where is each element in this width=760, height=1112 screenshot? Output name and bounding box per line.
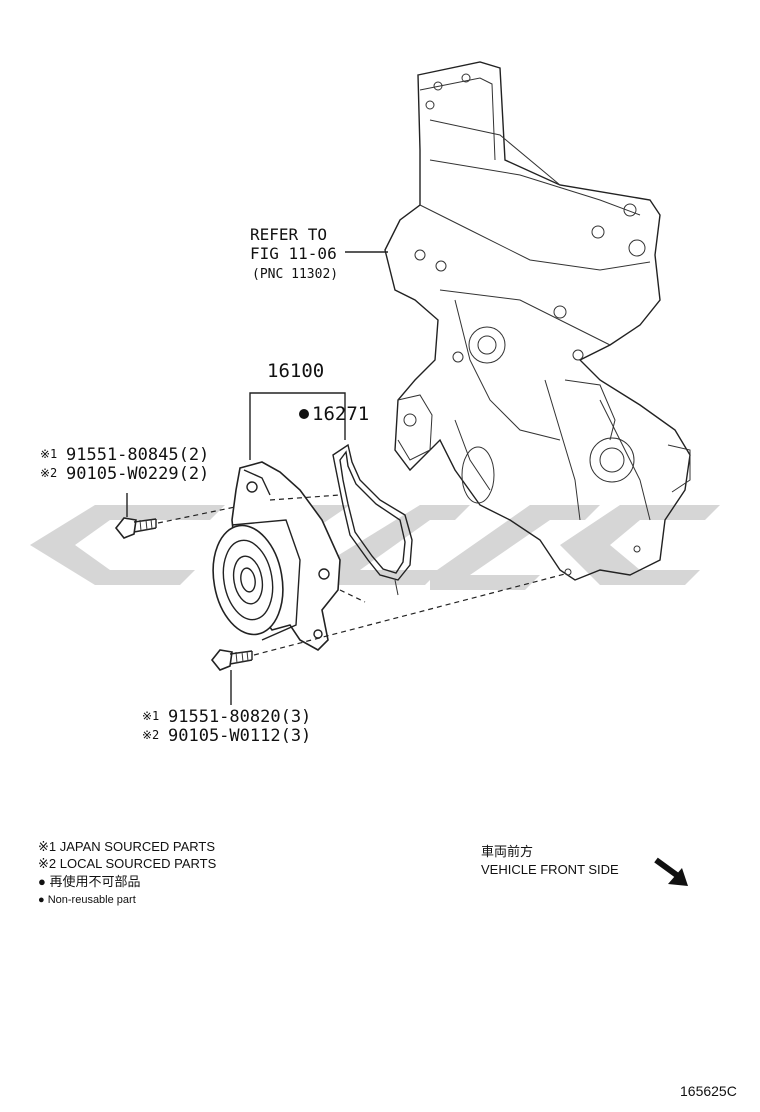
dash-pump-cover-right: [339, 589, 366, 603]
bolt-lower-code-1: 91551-80820(3): [168, 707, 311, 727]
direction-label-en: VEHICLE FRONT SIDE: [481, 862, 619, 877]
part-16271-label: 16271: [299, 403, 369, 425]
bolt-lower-drawing: [210, 649, 253, 671]
legend-item-japan: ※1 JAPAN SOURCED PARTS: [38, 839, 215, 854]
refer-line-2: FIG 11-06: [250, 244, 337, 263]
refer-label: REFER TO FIG 11-06 (PNC 11302): [250, 225, 338, 282]
legend-item-local: ※2 LOCAL SOURCED PARTS: [38, 856, 217, 871]
legend: ※1 JAPAN SOURCED PARTS ※2 LOCAL SOURCED …: [38, 839, 217, 906]
direction-label-jp: 車両前方: [481, 844, 533, 859]
legend-item-jp-nonreusable: ● 再使用不可部品: [38, 874, 140, 889]
bolt-lower-labels: ※1 91551-80820(3) ※2 90105-W0112(3): [142, 707, 311, 746]
figure-id: 165625C: [680, 1083, 737, 1099]
part-number-16271: 16271: [312, 403, 369, 425]
arrow-down-right-icon: [654, 857, 688, 886]
bolt-upper-mark-1: ※1: [40, 447, 57, 461]
bolt-upper-mark-2: ※2: [40, 466, 57, 480]
watermark-logo: [30, 505, 720, 590]
bolt-lower-mark-2: ※2: [142, 728, 159, 742]
bolt-upper-labels: ※1 91551-80845(2) ※2 90105-W0229(2): [40, 445, 209, 484]
leader-16100: [249, 392, 346, 460]
timing-cover-outline: [384, 61, 691, 581]
bolt-upper-code-2: 90105-W0229(2): [66, 464, 209, 484]
bolt-lower-code-2: 90105-W0112(3): [168, 726, 311, 746]
vehicle-front-indicator: 車両前方 VEHICLE FRONT SIDE: [481, 844, 688, 886]
bolt-upper-code-1: 91551-80845(2): [66, 445, 209, 465]
dash-gasket-upper: [269, 494, 341, 501]
bolt-lower-mark-1: ※1: [142, 709, 159, 723]
refer-line-1: REFER TO: [250, 225, 327, 244]
non-reusable-dot-icon: [299, 409, 309, 419]
legend-item-nonreusable: ● Non-reusable part: [38, 894, 136, 906]
water-pump-drawing: [212, 461, 341, 651]
dash-upper-bolt: [157, 506, 236, 524]
part-number-16100: 16100: [267, 360, 324, 382]
refer-line-3: (PNC 11302): [252, 267, 338, 282]
gasket-drawing: [332, 443, 413, 596]
bolt-upper-drawing: [114, 517, 157, 539]
